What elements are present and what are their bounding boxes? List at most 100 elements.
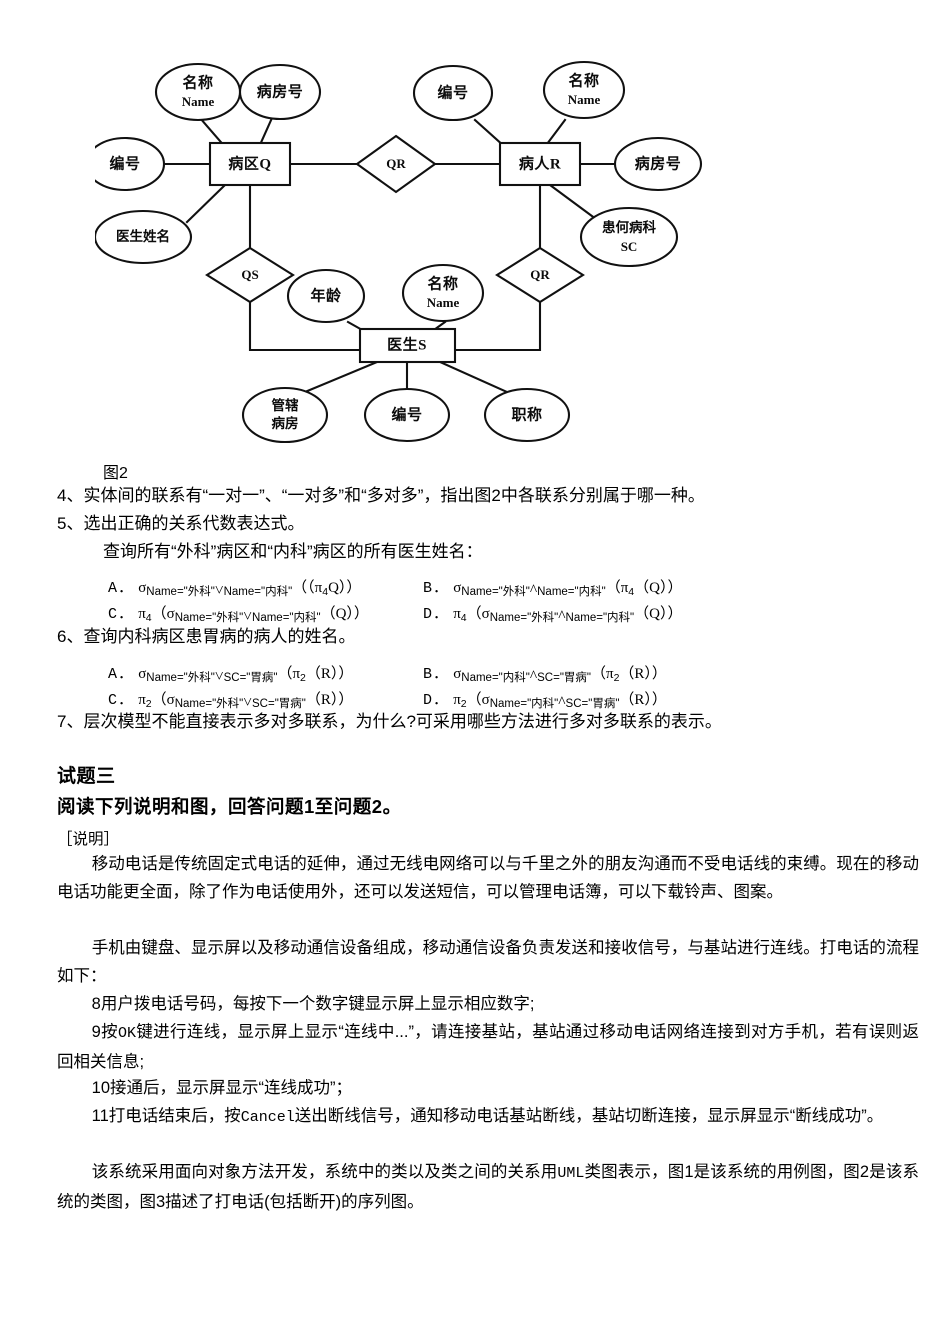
- question-5-prompt: 查询所有“外科”病区和“内科”病区的所有医生姓名：: [103, 542, 483, 561]
- section-three-subtitle: 阅读下列说明和图，回答问题1至问题2。: [57, 796, 402, 817]
- option-label: D．: [423, 692, 450, 709]
- attr-sublabel: Name: [568, 92, 601, 107]
- er-diagram-figure: 名称 Name 病房号 编号 医生姓名 编号 名称: [95, 30, 735, 450]
- attr-label: 医生姓名: [116, 228, 170, 244]
- edge-patient-dept: [548, 183, 602, 224]
- option-label: D．: [423, 606, 450, 623]
- attr-label: 编号: [437, 83, 468, 101]
- option-6-b[interactable]: B． σName="内科"^SC="胃病"（π2（R））: [423, 663, 667, 689]
- relationship-label: QR: [386, 156, 406, 171]
- attr-patient-name: 名称 Name: [542, 60, 626, 120]
- attr-sublabel: 病房: [272, 415, 299, 431]
- relationship-qr-top: QR: [355, 134, 437, 194]
- paragraph-text: 移动电话是传统固定式电话的延伸，通过无线电网络可以与千里之外的朋友沟通而不受电话…: [57, 855, 919, 901]
- entity-label: 病人R: [519, 154, 561, 172]
- attr-patient-id: 编号: [412, 64, 494, 122]
- paragraph-text: 10接通后，显示屏显示“连线成功”；: [91, 1079, 352, 1097]
- attr-label: 编号: [109, 154, 140, 172]
- question-5-options-row-1: A． σName="外科"˅Name="内科"（（π4Q）） B． σName=…: [108, 577, 928, 601]
- note-label: ［说明］: [57, 831, 120, 848]
- option-formula: σName="外科"˅Name="内科"（（π4Q））: [138, 580, 362, 599]
- question-6-options-row-1: A． σName="外科"˅SC="胃病"（π2（R）） B． σName="内…: [108, 663, 928, 687]
- edge-ward-docname: [185, 183, 227, 224]
- attr-patient-department: 患何病科 SC: [579, 206, 679, 268]
- paragraph-text: 8用户拨电话号码，每按下一个数字键显示屏上显示相应数字;: [91, 995, 535, 1013]
- attr-doctor-managed-rooms: 管辖 病房: [241, 386, 329, 444]
- paragraph-suffix: 类图表示，图1是该系统的用例图，图2是该系统的类图，图3描述了打电话(包括断开)…: [57, 1163, 919, 1211]
- question-5-options-row-2: C． π4（σName="外科"˅Name="内科"（Q）） D． π4（σNa…: [108, 603, 928, 627]
- option-formula: π4（σName="外科"˅Name="内科"（Q））: [138, 606, 369, 625]
- option-formula: π4（σName="外科"^Name="内科"（Q））: [453, 606, 683, 625]
- entity-ward: 病区Q: [208, 141, 292, 187]
- attr-ward-roomno: 病房号: [238, 63, 322, 121]
- paragraph-step-9: 9按OK键进行连线，显示屏上显示“连线中...”，请连接基站，基站通过移动电话网…: [57, 1018, 919, 1076]
- attr-ward-doctor-name: 医生姓名: [95, 209, 193, 265]
- attr-doctor-age: 年龄: [286, 268, 366, 324]
- relationship-label: QS: [241, 267, 258, 282]
- option-5-c[interactable]: C． π4（σName="外科"˅Name="内科"（Q））: [108, 603, 369, 629]
- option-formula: σName="外科"˅SC="胃病"（π2（R））: [138, 666, 354, 685]
- edge-qs-doctor: [248, 300, 362, 352]
- entity-label: 病区Q: [228, 154, 271, 172]
- attr-sublabel: Name: [182, 94, 215, 109]
- edge-doctor-rooms: [303, 360, 379, 394]
- attr-patient-roomno: 病房号: [613, 136, 703, 192]
- attr-label: 管辖: [272, 397, 299, 413]
- question-6-options-row-2: C． π2（σName="外科"˅SC="胃病"（R）） D． π2（σName…: [108, 689, 928, 713]
- option-formula: π2（σName="内科"^SC="胃病"（R））: [453, 692, 667, 711]
- option-5-a[interactable]: A． σName="外科"˅Name="内科"（（π4Q））: [108, 577, 361, 603]
- step-9-prefix: 9按: [91, 1023, 118, 1041]
- attr-sublabel: Name: [427, 295, 460, 310]
- option-label: B．: [423, 580, 450, 597]
- relationship-label: QR: [530, 267, 550, 282]
- relationship-qr-bottom: QR: [495, 246, 585, 304]
- attr-label: 编号: [391, 405, 422, 423]
- attr-label: 病房号: [635, 154, 682, 172]
- attr-ward-name: 名称 Name: [154, 62, 242, 122]
- ok-key-name: OK: [118, 1025, 137, 1042]
- option-formula: σName="外科"^Name="内科"（π4（Q））: [453, 580, 683, 599]
- cancel-key-name: Cancel: [240, 1109, 295, 1126]
- paragraph-prefix: 该系统采用面向对象方法开发，系统中的类以及类之间的关系用: [91, 1163, 558, 1181]
- option-formula: π2（σName="外科"˅SC="胃病"（R））: [138, 692, 354, 711]
- attr-label: 病房号: [257, 82, 304, 100]
- attr-label: 名称: [568, 71, 599, 89]
- paragraph-text: 手机由键盘、显示屏以及移动通信设备组成，移动通信设备负责发送和接收信号，与基站进…: [57, 939, 919, 985]
- paragraph-step-8: 8用户拨电话号码，每按下一个数字键显示屏上显示相应数字;: [57, 990, 919, 1018]
- option-label: A．: [108, 580, 135, 597]
- option-6-c[interactable]: C． π2（σName="外科"˅SC="胃病"（R））: [108, 689, 353, 715]
- question-5: 5、选出正确的关系代数表达式。: [57, 514, 305, 533]
- attr-label: 名称: [182, 73, 213, 91]
- attr-doctor-id: 编号: [363, 387, 451, 443]
- paragraph-step-10: 10接通后，显示屏显示“连线成功”；: [57, 1074, 919, 1102]
- section-three-title: 试题三: [57, 766, 116, 787]
- step-9-suffix: 键进行连线，显示屏上显示“连线中...”，请连接基站，基站通过移动电话网络连接到…: [57, 1023, 919, 1071]
- option-label: B．: [423, 666, 450, 683]
- uml-term: UML: [557, 1165, 585, 1182]
- option-6-a[interactable]: A． σName="外科"˅SC="胃病"（π2（R））: [108, 663, 353, 689]
- entity-doctor: 医生S: [358, 327, 457, 364]
- question-6: 6、查询内科病区患胃病的病人的姓名。: [57, 627, 356, 646]
- figure-caption: 图2: [103, 465, 128, 482]
- step-11-suffix: 送出断线信号，通知移动电话基站断线，基站切断连接，显示屏显示“断线成功”。: [294, 1107, 884, 1125]
- edge-qr2-doctor: [453, 300, 542, 352]
- option-5-b[interactable]: B． σName="外科"^Name="内科"（π4（Q））: [423, 577, 682, 603]
- option-5-d[interactable]: D． π4（σName="外科"^Name="内科"（Q））: [423, 603, 682, 629]
- option-formula: σName="内科"^SC="胃病"（π2（R））: [453, 666, 667, 685]
- attr-label: 患何病科: [602, 219, 656, 235]
- relationship-qs: QS: [205, 246, 295, 304]
- option-label: A．: [108, 666, 135, 683]
- attr-ward-id: 编号: [95, 136, 166, 192]
- attr-label: 名称: [427, 274, 458, 292]
- paragraph-2: 手机由键盘、显示屏以及移动通信设备组成，移动通信设备负责发送和接收信号，与基站进…: [57, 934, 919, 990]
- paragraph-step-11: 11打电话结束后，按Cancel送出断线信号，通知移动电话基站断线，基站切断连接…: [57, 1102, 919, 1132]
- attr-label: 职称: [511, 405, 542, 423]
- edge-doctor-title: [438, 360, 509, 394]
- er-edges: [161, 116, 617, 394]
- attr-sublabel: SC: [621, 239, 638, 254]
- option-6-d[interactable]: D． π2（σName="内科"^SC="胃病"（R））: [423, 689, 667, 715]
- entity-label: 医生S: [387, 335, 427, 353]
- attr-doctor-title: 职称: [483, 387, 571, 443]
- step-11-prefix: 11打电话结束后，按: [91, 1107, 241, 1125]
